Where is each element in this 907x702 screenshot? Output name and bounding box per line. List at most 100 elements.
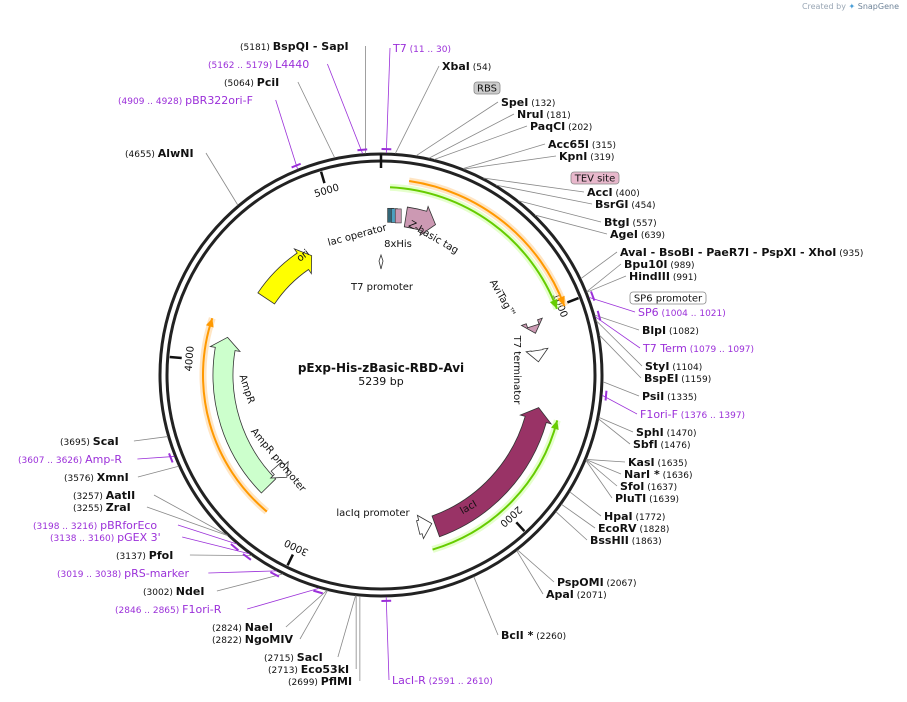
ori-arrow [257,248,313,305]
site-run: (1159) [678,375,711,385]
site-run-first: T7 [392,42,407,55]
site-label-eco53ki: (2713) Eco53kI [268,663,349,676]
site-bsshii: BssHII (1863) [590,534,662,547]
site-label-pfoi: (3137) PfoI [116,549,173,562]
tick-1000 [566,296,579,304]
ampr-arrow [209,336,277,494]
site-label-paqci: PaqCI (202) [530,120,592,133]
laci-green-arrowhead [551,420,559,430]
feature-label-8xhis: 8xHis [384,239,412,250]
primer-mark-f1ori-f [604,390,608,401]
site-run-first: NruI [517,108,544,121]
boxed-label-sp6-promoter-box [629,291,707,305]
leader-pgex-3 [182,536,250,555]
site-run-first: KpnI [559,150,587,163]
primer-mark-prs-marker [269,571,280,578]
site-run: (1004 .. 1021) [659,309,726,319]
site-label-bpu10i: Bpu10I (989) [624,258,695,271]
primer-mark-sp6 [590,291,596,301]
leader-xbai [395,65,440,154]
leader-psii [602,381,640,397]
leader-sfoi [585,459,618,487]
site-run: ScaI [93,435,119,448]
site-run: BspQI [273,40,309,53]
site-pspomi: PspOMI (2067) [557,576,636,589]
site-run-first: SphI [636,426,664,439]
site-spei: SpeI (132) [501,96,555,109]
watermark: Created by ✦ SnapGene [802,2,899,11]
site-f1ori-r: (2846 .. 2865) F1ori-R [115,603,222,616]
site-run: (1079 .. 1097) [687,345,754,355]
site-run-first: F1ori-F [640,408,678,421]
site-run: (1636) [660,471,693,481]
leader-acc65i [462,143,546,170]
site-ngomiv: (2822) NgoMIV [212,633,293,646]
site-label-sp6: SP6 (1004 .. 1021) [638,306,726,319]
site-run-first: SfoI [620,480,644,493]
feature-label-lac-operator: lac operator [327,222,389,249]
site-label-sbfi: SbfI (1476) [633,438,690,451]
site-run-first: (3138 .. 3160) [50,534,117,544]
site-run-first: (2822) [212,636,245,646]
site-bsrgi: BsrGI (454) [595,198,656,211]
site-run-first: (3002) [143,588,176,598]
site-avai: AvaI - BsoBI - PaeR7I - PspXI - XhoI (93… [620,246,863,259]
site-run: pRS-marker [124,567,189,580]
site-label-sphi: SphI (1470) [636,426,697,439]
feature-label-t7-terminator: T7 terminator [511,335,522,406]
site-run-first: (2699) [288,678,321,688]
site-blpi: BlpI (1082) [642,324,699,337]
leader-pfoi [189,554,252,556]
site-run: NdeI [176,585,205,598]
site-run: (1470) [664,429,697,439]
site-run-first: Bpu10I [624,258,668,271]
site-label-btgi: BtgI (557) [604,216,657,229]
site-label-alwni: (4655) AlwNI [125,147,194,160]
site-run: Amp-R [85,453,122,466]
site-bpu10i: Bpu10I (989) [624,258,695,271]
site-hpai: HpaI (1772) [604,510,665,523]
leader-styi [595,320,643,367]
his-block-2 [394,208,402,224]
leader-bsrgi [495,184,593,205]
site-paqci: PaqCI (202) [530,120,592,133]
site-alwni: (4655) AlwNI [125,147,194,160]
site-label-kpni: KpnI (319) [559,150,614,163]
site-label-xbai: XbaI (54) [442,60,491,73]
leader-scai [133,436,168,442]
site-label-styi: StyI (1104) [645,360,702,373]
avitag-arrow [520,317,544,334]
site-run: (2067) [604,579,637,589]
site-run-first: KasI [628,456,655,469]
site-run: (1828) [637,525,670,535]
orf-inner-green-line [389,186,558,310]
site-label-pgex-3: (3138 .. 3160) pGEX 3' [50,531,161,544]
site-label-t7: T7 (11 .. 30) [392,42,451,55]
tick-label-5000: 5000 [313,182,341,200]
primer-mark-pbrforeco [230,543,240,552]
leader-bsshii [555,511,588,541]
tick-label-3000: 3000 [283,536,311,557]
site-run: L4440 [275,58,309,71]
site-kpni: KpnI (319) [559,150,614,163]
site-label-ngomiv: (2822) NgoMIV [212,633,293,646]
site-run: (1376 .. 1397) [678,411,745,421]
leader-l4440 [327,63,364,154]
leader-sp6 [588,297,636,313]
leader-pspomi [517,549,555,583]
site-pfoi: (3137) PfoI [116,549,173,562]
site-label-l4440: (5162 .. 5179) L4440 [208,58,309,71]
site-run: (639) [638,231,665,241]
site-label-t7-term: T7 Term (1079 .. 1097) [642,342,754,355]
site-run-first: SP6 [638,306,659,319]
site-run-first: BtgI [604,216,630,229]
site-hindiii: HindIII (991) [629,270,697,283]
site-run-first: AccI [587,186,613,199]
site-run-first: AgeI [610,228,638,241]
site-run-first: PluTI [615,492,646,505]
site-run-first: HpaI [604,510,633,523]
feature-label-laciq-promoter: lacIq promoter [336,508,410,519]
orf-outer-orange-arrowhead [557,295,565,307]
leader-bspei [599,334,642,379]
